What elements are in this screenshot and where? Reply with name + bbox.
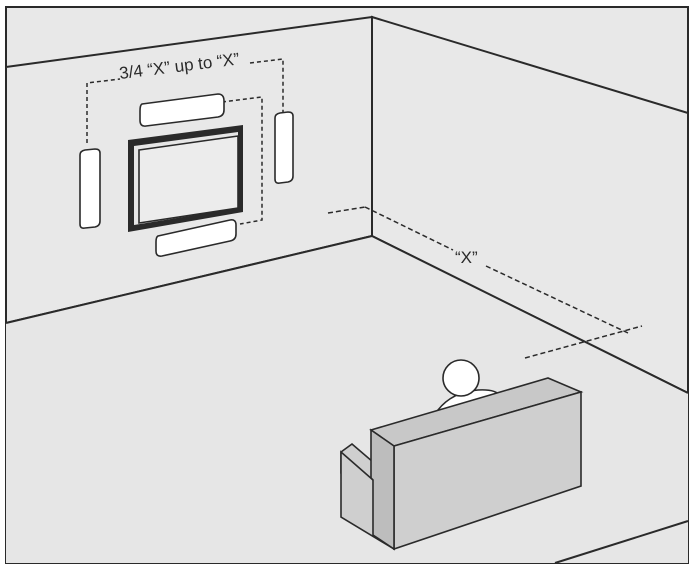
viewing-distance-label: “X”: [455, 248, 478, 267]
wall-speaker-icon: [79, 148, 101, 229]
distance-guide-line-b: [485, 265, 629, 334]
floor-left-edge: [5, 235, 373, 324]
height-guide-inner: [221, 96, 263, 225]
distance-guide-line-a: [364, 206, 454, 251]
wall-speaker-icon: [139, 93, 225, 127]
television-icon: [128, 125, 243, 232]
height-guide-outer: [86, 78, 121, 143]
distance-guide-seat: [524, 325, 643, 359]
wall-speaker-icon: [274, 111, 294, 184]
wall-speaker-icon: [155, 219, 237, 257]
distance-guide-wall: [327, 206, 366, 214]
sofa-icon: [340, 377, 584, 551]
floor-front-line: [554, 520, 689, 564]
floor-right-edge: [371, 235, 689, 394]
